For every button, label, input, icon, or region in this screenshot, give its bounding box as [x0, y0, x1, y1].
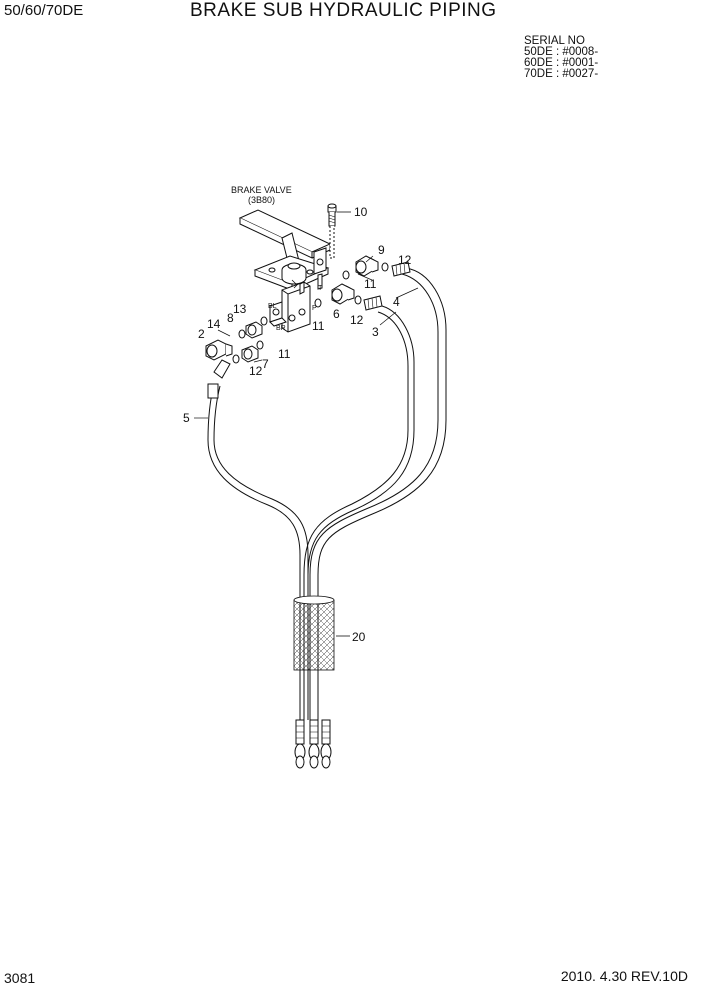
leader-lines: [194, 255, 419, 419]
fittings: [205, 255, 389, 364]
callout-11-mid: 11: [312, 319, 325, 333]
hose-end-fittings: [294, 719, 332, 769]
callout-6: 6: [333, 307, 340, 321]
callout-3: 3: [372, 325, 379, 339]
callout-20: 20: [352, 630, 366, 644]
callout-2: 2: [198, 327, 205, 341]
valve-labels: BRAKE VALVE (3B80) BL BR P T: [231, 185, 323, 332]
callout-14: 14: [207, 317, 221, 331]
serial-line-60de: 60DE : #0001-: [524, 57, 599, 69]
revision-date: 2010. 4.30 REV.10D: [560, 968, 688, 984]
port-br-label: BR: [276, 325, 286, 332]
serial-line-50de: 50DE : #0008-: [524, 46, 599, 58]
callout-5: 5: [183, 411, 190, 425]
serial-heading: SERIAL NO: [524, 35, 585, 47]
hoses: [207, 261, 447, 720]
model-label: 50/60/70DE: [4, 2, 84, 19]
callout-numbers: 10 9 12 11 4 6 12 11 3 13 8 14 2 11 7 12…: [183, 205, 412, 644]
port-t-label: T: [318, 285, 323, 292]
brake-valve-code: (3B80): [248, 195, 275, 205]
callout-12-low: 12: [249, 364, 263, 378]
callout-12-mid: 12: [350, 313, 364, 327]
protective-sleeve-part-20: [293, 595, 350, 671]
serial-number-block: SERIAL NO 50DE : #0008- 60DE : #0001- 70…: [524, 35, 599, 80]
callout-4: 4: [393, 295, 400, 309]
callout-7: 7: [262, 357, 269, 371]
page-title: BRAKE SUB HYDRAULIC PIPING: [190, 0, 497, 21]
callout-12-top: 12: [398, 253, 412, 267]
brake-valve-label: BRAKE VALVE: [231, 185, 292, 195]
callout-9: 9: [378, 243, 385, 257]
callout-8: 8: [227, 311, 234, 325]
port-p-label: P: [312, 305, 317, 312]
port-bl-label: BL: [268, 303, 277, 310]
page-number: 3081: [4, 970, 36, 986]
callout-13: 13: [233, 302, 247, 316]
bolt-part-10: [327, 203, 337, 259]
callout-10: 10: [354, 205, 368, 219]
callout-11-top: 11: [364, 277, 377, 291]
serial-line-70de: 70DE : #0027-: [524, 68, 599, 80]
callout-11-low: 11: [278, 347, 291, 361]
brake-valve: [238, 209, 332, 333]
